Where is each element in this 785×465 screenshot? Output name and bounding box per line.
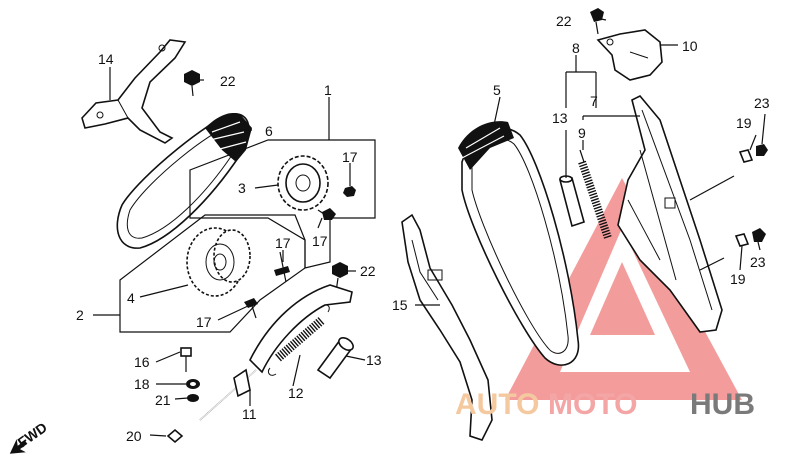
part-19-washer-a xyxy=(738,149,754,163)
part-14-bracket xyxy=(81,39,187,144)
callout-20: 20 xyxy=(126,428,142,444)
callout-22: 22 xyxy=(220,73,236,89)
callout-23: 23 xyxy=(754,95,770,111)
callout-19: 19 xyxy=(736,115,752,131)
callout-13: 13 xyxy=(366,352,382,368)
callout-3: 3 xyxy=(238,180,246,196)
part-5-cam-chain xyxy=(458,121,580,366)
part-22-bolt-c xyxy=(590,8,604,35)
part-13-sleeve-a xyxy=(316,337,354,380)
part-23-nut-b xyxy=(752,228,766,242)
callout-2: 2 xyxy=(76,307,84,323)
watermark-moto: MOTO xyxy=(548,388,637,421)
watermark-auto: AUTO xyxy=(455,388,539,421)
callout-4: 4 xyxy=(127,290,135,306)
callout-22: 22 xyxy=(360,263,376,279)
callout-9: 9 xyxy=(578,125,586,141)
part-16-bolt xyxy=(180,347,192,372)
part-20-plug xyxy=(166,428,184,444)
callout-18: 18 xyxy=(134,376,150,392)
part-12-tensioner-spring xyxy=(249,284,353,376)
callout-14: 14 xyxy=(98,51,114,67)
callout-1: 1 xyxy=(324,82,332,98)
callout-6: 6 xyxy=(265,123,273,139)
callout-17: 17 xyxy=(342,149,358,165)
callout-7: 7 xyxy=(590,93,598,109)
callout-17: 17 xyxy=(275,235,291,251)
callout-22: 22 xyxy=(556,13,572,29)
fwd-label: FWD xyxy=(15,419,50,450)
part-3-sprocket xyxy=(277,155,329,211)
part-18-washer xyxy=(186,379,200,389)
callout-labels: 14 22 1 6 3 17 17 17 4 2 17 22 12 13 11 … xyxy=(76,13,770,444)
callout-11: 11 xyxy=(242,406,257,422)
part-21-washer xyxy=(187,394,199,402)
watermark-hub: HUB xyxy=(690,388,755,421)
part-19-washer-b xyxy=(734,233,750,247)
callout-19: 19 xyxy=(730,271,746,287)
leader-lines xyxy=(93,17,766,437)
callout-8: 8 xyxy=(572,40,580,56)
part-6-chain xyxy=(116,112,252,249)
callout-17: 17 xyxy=(196,314,212,330)
callout-17: 17 xyxy=(312,233,328,249)
watermark-logo: AUTO MOTO HUB xyxy=(455,388,755,421)
part-4-gear xyxy=(186,227,251,297)
callout-15: 15 xyxy=(392,297,408,313)
part-23-nut-a xyxy=(756,144,768,156)
part-11-rod xyxy=(199,368,257,421)
part-17-pin-c xyxy=(274,251,290,283)
callout-13: 13 xyxy=(552,110,568,126)
part-22-bolt-a xyxy=(184,70,200,97)
callout-10: 10 xyxy=(682,38,698,54)
callout-23: 23 xyxy=(750,254,766,270)
part-17-bolt-b xyxy=(317,208,336,220)
callout-21: 21 xyxy=(155,392,171,408)
callout-16: 16 xyxy=(134,354,150,370)
assembly-2-outline xyxy=(119,214,306,333)
callout-12: 12 xyxy=(288,385,304,401)
part-9-spring xyxy=(578,149,612,240)
part-13-sleeve-b xyxy=(559,175,585,228)
part-7-tensioner xyxy=(617,95,735,333)
part-17-bolt-a xyxy=(343,178,356,197)
part-10-plate xyxy=(596,29,663,81)
part-15-chain-guide xyxy=(401,213,493,441)
fwd-direction-indicator: FWD xyxy=(9,419,50,454)
callout-5: 5 xyxy=(493,82,501,98)
part-17-pin-d xyxy=(244,298,258,319)
